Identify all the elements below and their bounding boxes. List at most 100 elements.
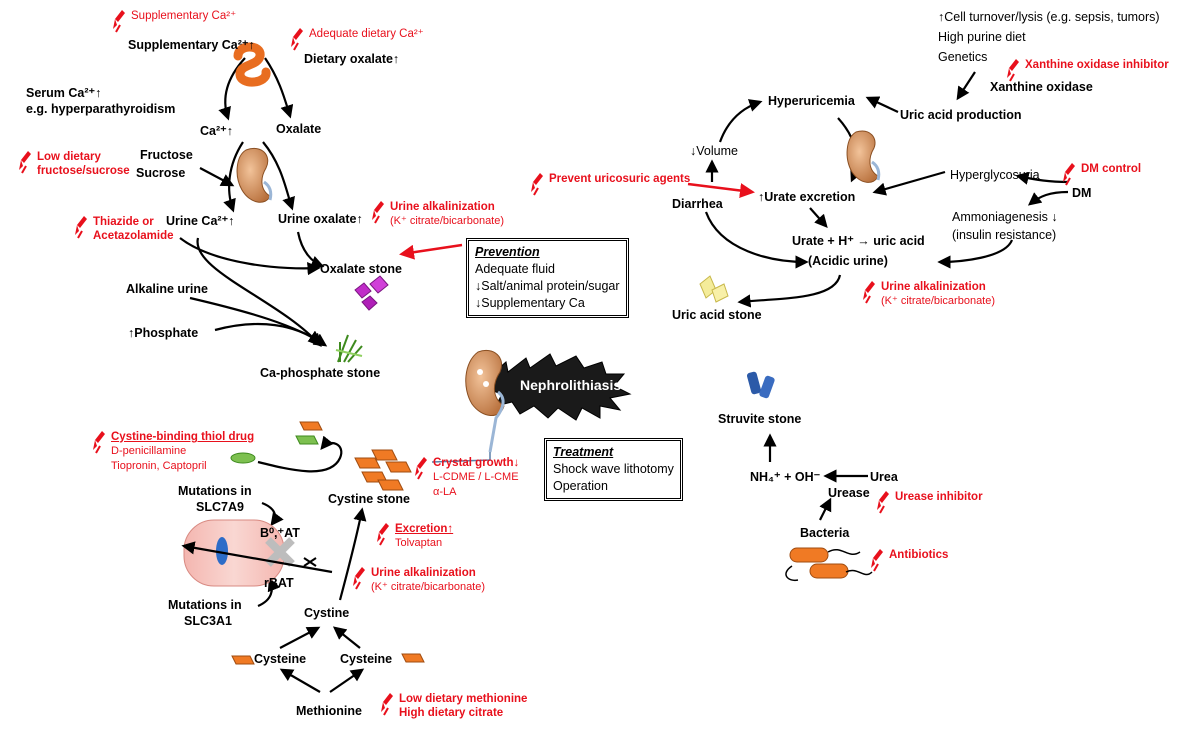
- drug-supplementary-ca: Supplementary Ca²⁺: [112, 9, 236, 33]
- label-mutations-slc7a9: Mutations in: [178, 484, 252, 498]
- arrow-cysteine-left-to-cystine: [279, 626, 321, 649]
- label-alkaline-urine: Alkaline urine: [126, 282, 208, 296]
- arrow-bacteria-to-urease: [819, 497, 832, 521]
- label-urease: Urease: [828, 486, 870, 500]
- drug-urine-alkalinization-calcium: Urine alkalinization(K⁺ citrate/bicarbon…: [371, 200, 504, 229]
- uric-acid-crystals: [699, 275, 729, 303]
- syringe-icon: [353, 567, 365, 590]
- intestine-icon: [233, 42, 271, 87]
- treatment-line: Shock wave lithotomy: [553, 461, 674, 476]
- label-nephrolithiasis: Nephrolithiasis: [520, 377, 622, 393]
- label-dietary-oxalate: Dietary oxalate↑: [304, 52, 400, 66]
- drug-prevent-uricosuric: Prevent uricosuric agents: [530, 172, 690, 196]
- cystine-stone-icons: [295, 421, 412, 491]
- arrow-excretion-to-urate: [809, 207, 828, 228]
- label-purine: High purine diet: [938, 30, 1026, 44]
- label-urine-ca: Urine Ca²⁺↑: [166, 214, 235, 228]
- calcium-pathway-arrows: [179, 57, 328, 347]
- prevention-line: ↓Supplementary Ca: [475, 295, 585, 310]
- label-xanthine-oxidase: Xanthine oxidase: [990, 80, 1093, 94]
- arrow-thiol-to-stone: [257, 435, 343, 473]
- syringe-icon: [291, 28, 303, 51]
- oxalate-stone-crystals: [354, 275, 389, 311]
- label-nh4-oh: NH₄⁺ + OH⁻: [750, 470, 821, 484]
- label-mutations-slc3a1: Mutations in: [168, 598, 242, 612]
- arrow-hyperglycosuria-to-excretion: [872, 170, 946, 196]
- arrow-cysteine-right-to-cystine: [332, 626, 361, 649]
- ca-phosphate-crystals: [335, 334, 363, 363]
- label-ca: Ca²⁺↑: [200, 124, 233, 138]
- label-hyperuricemia: Hyperuricemia: [768, 94, 855, 108]
- prevention-line: Adequate fluid: [475, 261, 555, 276]
- label-phosphate: ↑Phosphate: [128, 326, 199, 340]
- cysteine-icons: [231, 653, 425, 665]
- arrow-volume-to-hyperuricemia: [718, 99, 763, 143]
- label-slc7a9: SLC7A9: [196, 500, 244, 514]
- cystine-pathway-arrows: [257, 435, 367, 693]
- prevention-line: ↓Salt/animal protein/sugar: [475, 278, 620, 293]
- drug-urine-alkalinization-cystine: Urine alkalinization(K⁺ citrate/bicarbon…: [352, 566, 485, 595]
- syringe-icon: [1007, 59, 1019, 82]
- arrow-alkaline-to-ca-phosphate: [189, 296, 328, 347]
- arrow-urine-ca-to-oxalate-stone: [179, 237, 321, 276]
- prevention-title: Prevention: [475, 245, 540, 259]
- syringe-icon: [113, 10, 125, 33]
- syringe-icon: [372, 201, 384, 224]
- label-oxalate: Oxalate: [276, 122, 322, 136]
- syringe-icon: [415, 457, 427, 480]
- arrow-acidic-to-uric-stone: [737, 274, 842, 308]
- kidney-icon-uric: [846, 130, 881, 183]
- syringe-icon: [871, 549, 883, 572]
- kidney-icon-center: [465, 350, 505, 453]
- arrow-slc3a1-to-rbat: [257, 577, 281, 608]
- arrow-slc7a9-to-b0at: [261, 501, 284, 527]
- drug-xanthine-oxidase-inhibitor: Xanthine oxidase inhibitor: [1006, 58, 1169, 82]
- thiol-drug-icon: [230, 452, 256, 464]
- treatment-box: Treatment Shock wave lithotomy Operation: [544, 438, 683, 501]
- drug-dm-control: DM control: [1062, 162, 1141, 186]
- arrow-supp-ca-to-ca: [218, 57, 246, 121]
- arrow-production-to-hyperuricemia: [865, 96, 899, 113]
- center-connector-line: [431, 452, 491, 463]
- nephrolithiasis-burst: [483, 353, 632, 421]
- transport-block-mark: [303, 557, 317, 567]
- arrow-dm-to-ammoniagenesis: [1027, 190, 1069, 206]
- label-urine-oxalate: Urine oxalate↑: [278, 212, 363, 226]
- arrow-diarrhea-to-acidic: [704, 211, 809, 269]
- syringe-icon: [381, 693, 393, 716]
- syringe-icon: [877, 491, 889, 514]
- label-insulin-resistance: (insulin resistance): [952, 228, 1057, 242]
- label-ammoniagenesis: Ammoniagenesis ↓: [952, 210, 1058, 224]
- arrow-genetics-to-production: [956, 71, 976, 101]
- drug-antibiotics: Antibiotics: [870, 548, 948, 572]
- arrow-ammonia-to-acidic: [937, 239, 1014, 269]
- label-b0at: B⁰,⁺AT: [260, 526, 300, 540]
- syringe-icon: [1063, 163, 1075, 186]
- label-urea: Urea: [870, 470, 898, 484]
- arrow-dietary-oxalate-to-oxalate: [264, 57, 294, 119]
- label-sucrose: Sucrose: [136, 166, 186, 180]
- arrow-prevent-uricosuric: [687, 182, 755, 198]
- label-hyperglycosuria: Hyperglycosuria: [950, 168, 1040, 182]
- label-genetics: Genetics: [938, 50, 988, 64]
- syringe-icon: [863, 281, 875, 304]
- label-struvite-stone: Struvite stone: [718, 412, 802, 426]
- label-cystine: Cystine: [304, 606, 350, 620]
- label-hyperparathyroidism: e.g. hyperparathyroidism: [26, 102, 176, 116]
- label-supplementary-ca: Supplementary Ca²⁺↑: [128, 38, 255, 52]
- drug-adequate-dietary-ca: Adequate dietary Ca²⁺: [290, 27, 424, 51]
- label-methionine: Methionine: [296, 704, 362, 718]
- label-urate-equation: Urate + H⁺ → uric acid: [792, 234, 925, 248]
- label-dm: DM: [1072, 186, 1092, 200]
- label-oxalate-stone: Oxalate stone: [320, 262, 402, 276]
- label-slc3a1: SLC3A1: [184, 614, 232, 628]
- label-rbat: rBAT: [264, 576, 294, 590]
- struvite-arrows: [763, 433, 868, 521]
- label-uric-acid-production: Uric acid production: [900, 108, 1022, 122]
